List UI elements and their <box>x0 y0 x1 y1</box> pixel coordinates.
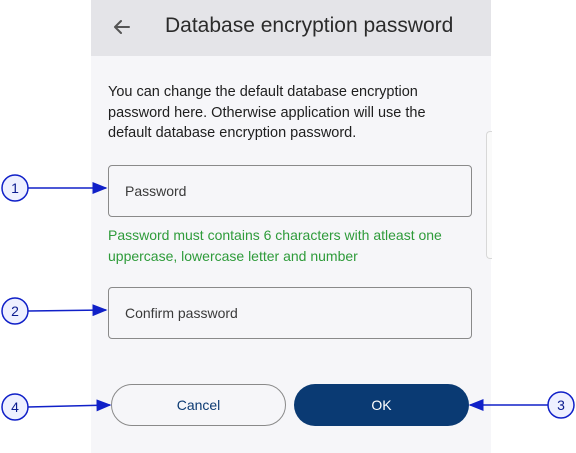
back-button[interactable] <box>107 12 137 42</box>
encryption-password-dialog: Database encryption password You can cha… <box>91 0 491 453</box>
password-field[interactable] <box>108 165 472 217</box>
password-input[interactable] <box>109 166 471 216</box>
dialog-header: Database encryption password <box>91 0 491 56</box>
dialog-title: Database encryption password <box>165 14 454 37</box>
confirm-password-input[interactable] <box>109 288 471 338</box>
description-text: You can change the default database encr… <box>108 84 426 141</box>
confirm-password-field[interactable] <box>108 287 472 339</box>
callout-2-number: 2 <box>11 303 19 319</box>
cancel-button[interactable]: Cancel <box>111 384 286 426</box>
background-panel-edge <box>486 131 492 259</box>
password-hint: Password must contains 6 characters with… <box>108 227 442 264</box>
callout-1-number: 1 <box>11 180 19 196</box>
callout-4-number: 4 <box>11 399 19 415</box>
ok-button[interactable]: OK <box>294 384 469 426</box>
arrow-left-icon <box>114 20 130 34</box>
callout-3-number: 3 <box>557 397 565 413</box>
